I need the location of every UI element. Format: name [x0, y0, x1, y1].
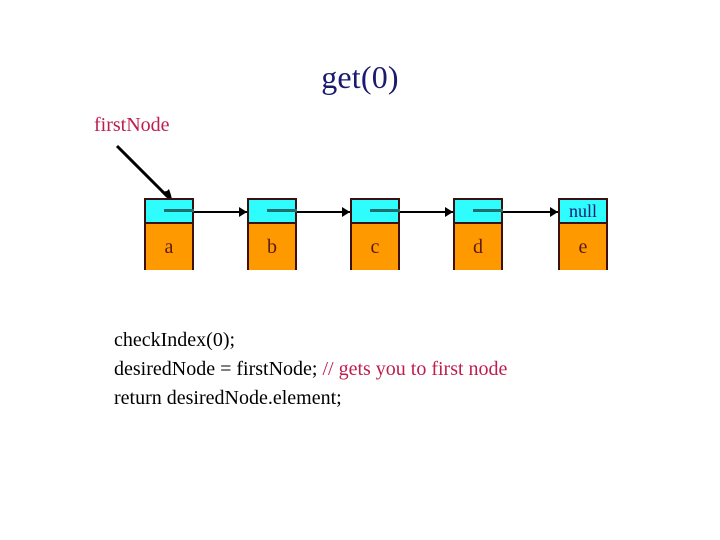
- linked-list-diagram: a b c: [144, 198, 614, 274]
- node-link-field-3: [352, 200, 400, 224]
- connector-arrowhead-icon: [550, 207, 558, 217]
- code-line-3: return desiredNode.element;: [114, 387, 342, 409]
- code-line-2-statement: desiredNode = firstNode;: [114, 358, 318, 380]
- connector-arrowhead-icon: [342, 207, 350, 217]
- node-link-stub-icon: [164, 209, 194, 212]
- node-null-label-5: null: [568, 201, 597, 221]
- connector-line: [400, 211, 453, 213]
- code-line-2-comment: // gets you to first node: [322, 358, 508, 380]
- connector-line: [503, 211, 558, 213]
- list-node-2: b: [247, 198, 297, 270]
- node-connector-arrow-2: [297, 207, 350, 218]
- node-data-field-4: d: [455, 224, 501, 270]
- node-connector-arrow-4: [503, 207, 558, 218]
- node-link-field-1: [146, 200, 194, 224]
- node-data-field-5: e: [560, 224, 606, 270]
- list-node-4: d: [453, 198, 503, 270]
- code-block: checkIndex(0); desiredNode = firstNode; …: [114, 326, 674, 413]
- page-title: get(0): [321, 59, 399, 95]
- node-connector-arrow-1: [194, 207, 247, 218]
- list-node-3: c: [350, 198, 400, 270]
- node-data-field-2: b: [249, 224, 295, 270]
- node-connector-arrow-3: [400, 207, 453, 218]
- node-link-field-4: [455, 200, 503, 224]
- node-data-field-3: c: [352, 224, 398, 270]
- node-link-field-5: null: [560, 200, 606, 224]
- connector-arrowhead-icon: [445, 207, 453, 217]
- connector-line: [297, 211, 350, 213]
- list-node-5: null e: [558, 198, 608, 270]
- node-link-field-2: [249, 200, 297, 224]
- connector-arrowhead-icon: [239, 207, 247, 217]
- node-link-stub-icon: [370, 209, 400, 212]
- node-data-field-1: a: [146, 224, 192, 270]
- code-line-1: checkIndex(0);: [114, 329, 236, 351]
- first-node-label: firstNode: [94, 114, 170, 136]
- list-node-1: a: [144, 198, 194, 270]
- node-link-stub-icon: [267, 209, 297, 212]
- connector-line: [194, 211, 247, 213]
- code-line-2: desiredNode = firstNode; // gets you to …: [114, 355, 674, 384]
- node-link-stub-icon: [473, 209, 503, 212]
